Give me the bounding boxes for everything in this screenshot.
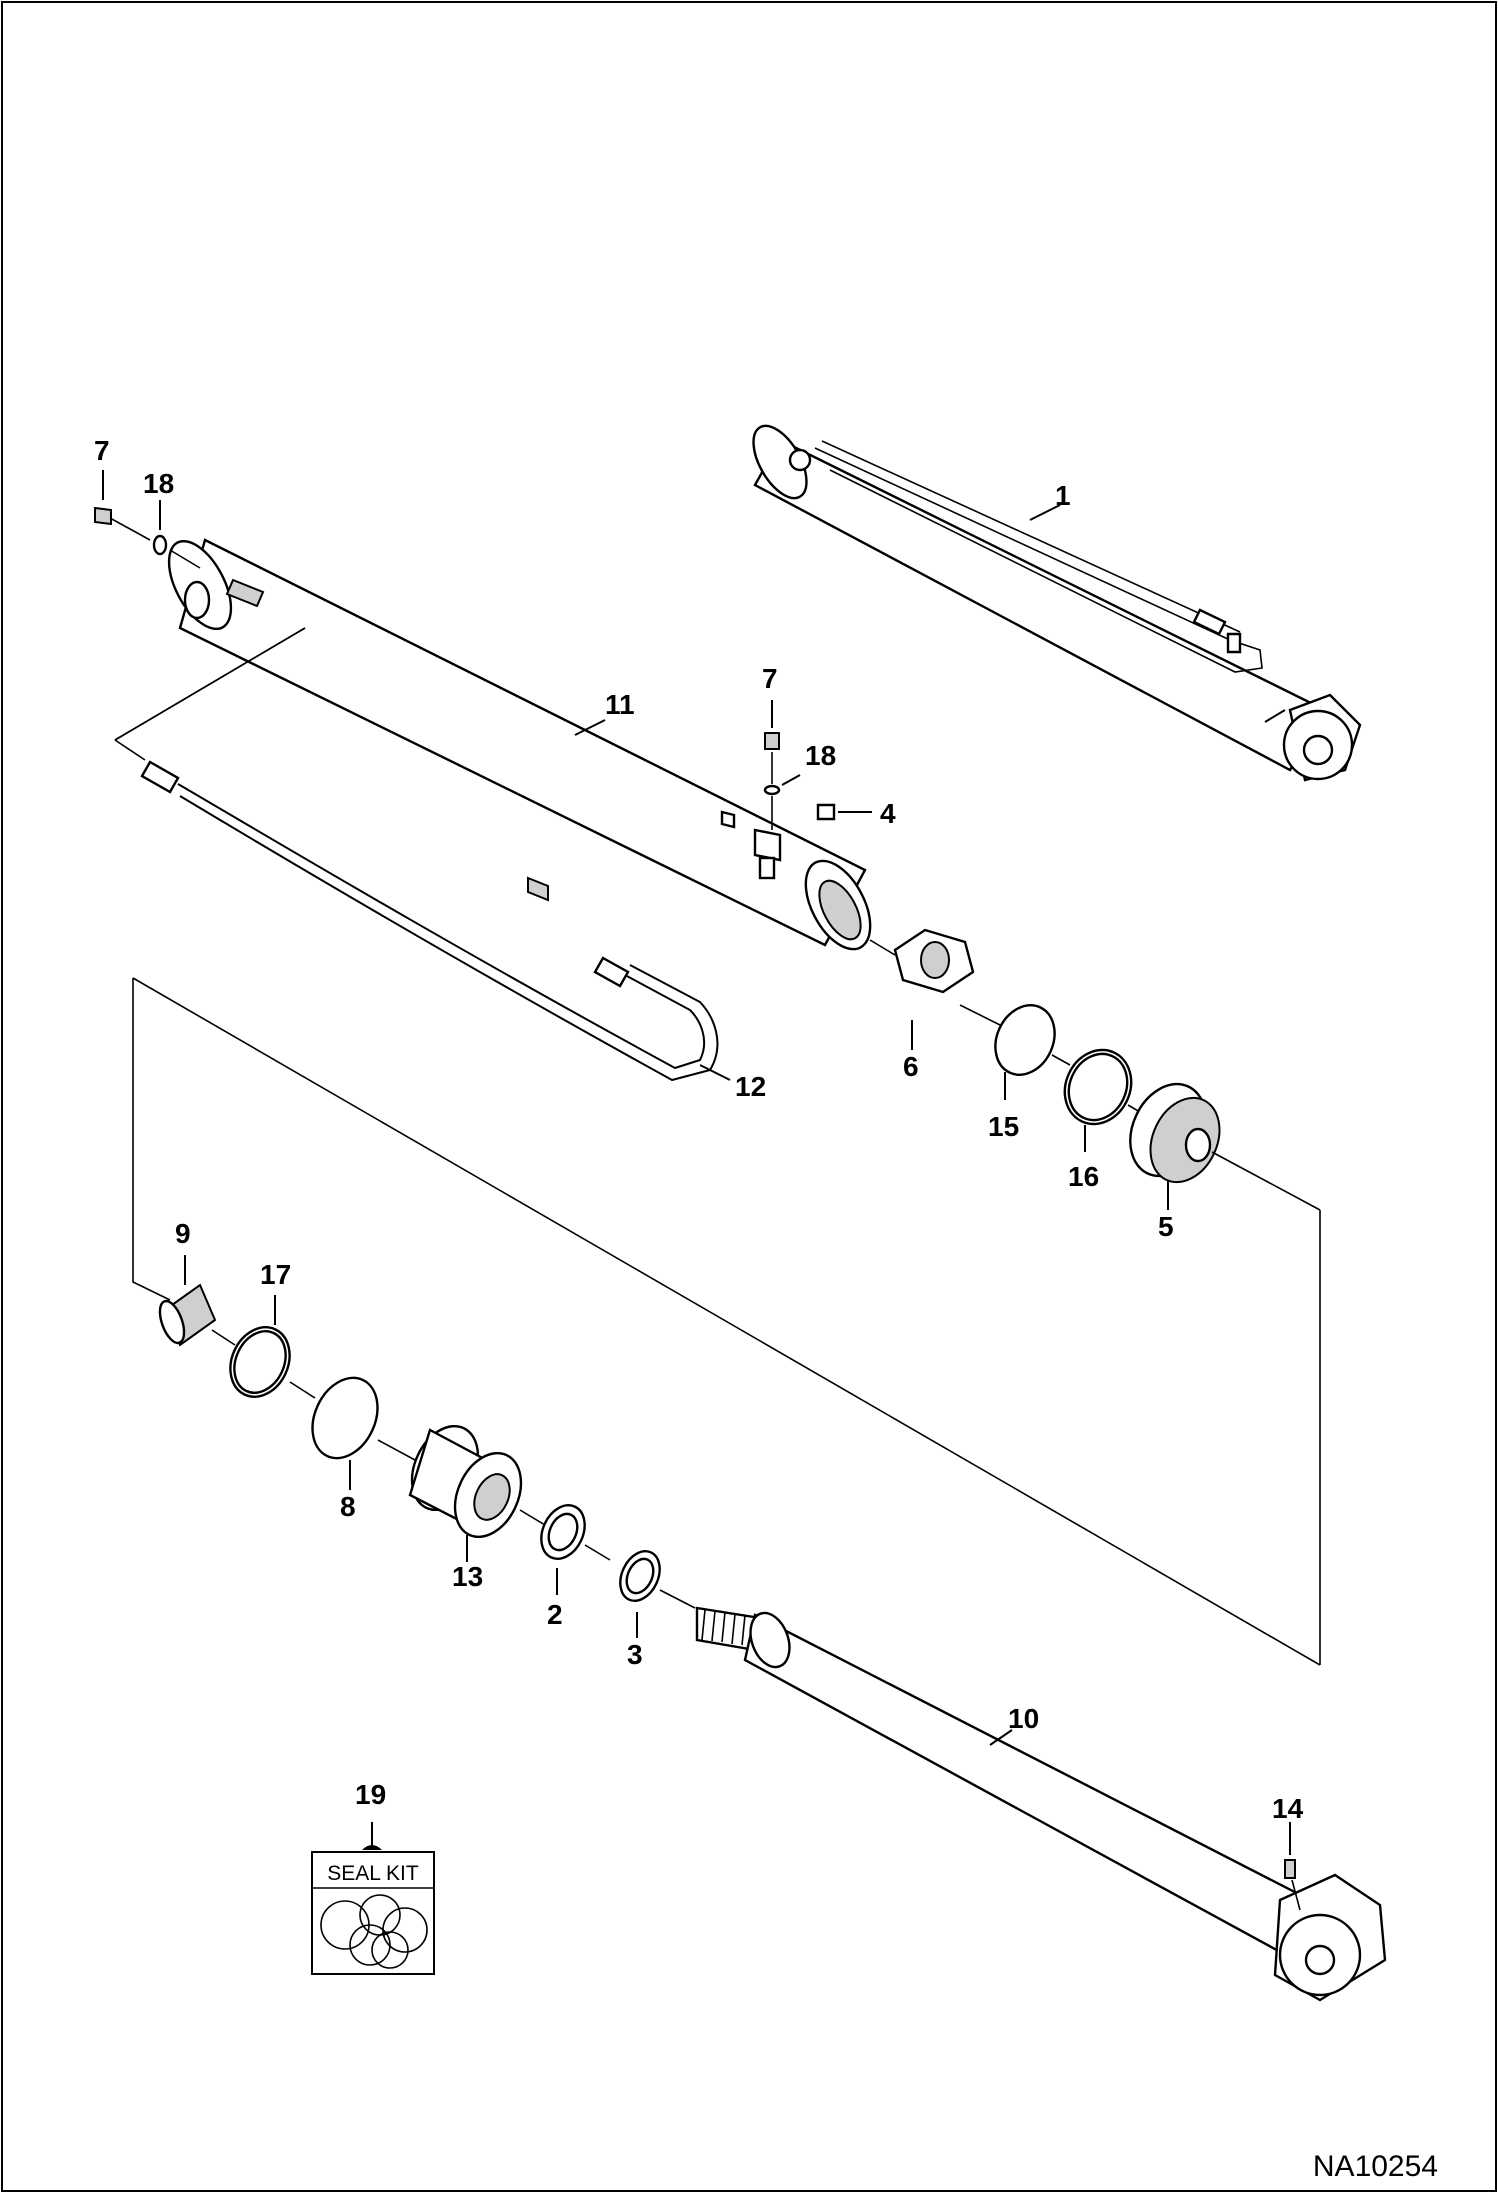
grease-fitting: [1284, 1822, 1301, 1911]
cylinder-barrel: [167, 538, 872, 951]
figure-id: NA10254: [1313, 2150, 1438, 2183]
plug-oring-clamp-middle: [763, 700, 872, 830]
oring-8: [311, 1376, 416, 1490]
callout-13: 13: [452, 1561, 483, 1592]
callout-12: 12: [735, 1071, 766, 1102]
callout-16: 16: [1068, 1161, 1099, 1192]
callout-15: 15: [988, 1111, 1019, 1142]
wiper-seal-2: [540, 1504, 611, 1595]
bracket-diagonal: [132, 977, 1321, 1666]
callout-3: 3: [627, 1639, 643, 1670]
callout-5: 5: [1158, 1211, 1174, 1242]
callout-9: 9: [175, 1218, 191, 1249]
bushing: [158, 1255, 236, 1347]
callout-19: 19: [355, 1779, 386, 1810]
callout-4: 4: [880, 798, 896, 829]
rings-15-16: [959, 1004, 1151, 1152]
rod-seal-3: [619, 1550, 696, 1638]
piston: [1129, 1082, 1321, 1211]
callout-17: 17: [260, 1259, 291, 1290]
callout-8: 8: [340, 1491, 356, 1522]
callout-2: 2: [547, 1599, 563, 1630]
callout-10: 10: [1008, 1703, 1039, 1734]
bracket-left: [132, 978, 171, 1301]
callout-11: 11: [605, 689, 635, 720]
piston-rod: [695, 1606, 1387, 2002]
assembled-cylinder: [752, 424, 1362, 782]
gland: [408, 1424, 546, 1562]
callout-6: 6: [903, 1051, 919, 1082]
plug-and-oring-left: [94, 470, 201, 569]
callout-1: 1: [1055, 480, 1071, 511]
seal-kit: SEAL KIT: [311, 1822, 435, 1975]
ring-17: [229, 1295, 316, 1399]
leader-line: [114, 627, 306, 741]
callout-18-middle: 18: [805, 740, 836, 771]
callout-7-left: 7: [94, 435, 110, 466]
lock-nut: [869, 928, 975, 1050]
callout-14: 14: [1272, 1793, 1304, 1824]
callout-7-middle: 7: [762, 663, 778, 694]
seal-kit-label: SEAL KIT: [327, 1862, 419, 1885]
callout-18-left: 18: [143, 468, 174, 499]
